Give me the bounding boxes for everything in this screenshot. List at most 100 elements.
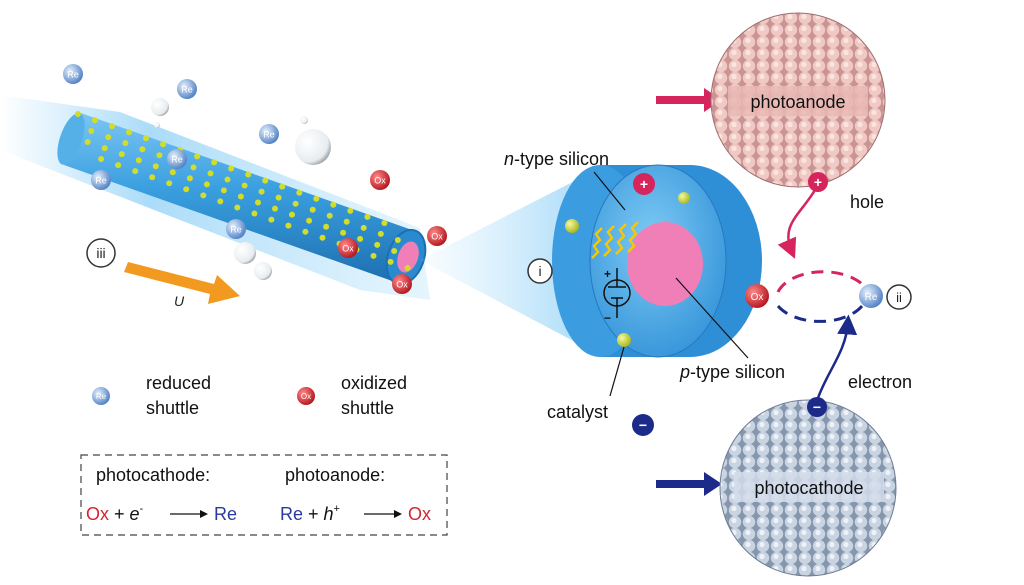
hole-charge: +: [808, 172, 828, 192]
re-label: Re: [171, 155, 183, 165]
legend-oxidized-line1: oxidized: [341, 373, 407, 393]
catalyst-dot: [357, 235, 364, 242]
catalyst-dot: [234, 204, 241, 211]
zoom-cone: [420, 168, 600, 355]
catalyst-dot: [404, 265, 411, 271]
catalyst-dot: [268, 216, 275, 223]
re-label: Re: [263, 130, 275, 140]
anode-title: photoanode:: [285, 465, 385, 485]
shuttle-re-4: Re: [167, 149, 187, 169]
catalyst-dot: [258, 188, 265, 195]
shuttle-re-1: Re: [63, 64, 83, 84]
battery-plus: +: [604, 267, 611, 281]
re-label: Re: [95, 176, 107, 186]
cathode-title: photocathode:: [96, 465, 210, 485]
cycle-ox-label: Ox: [751, 292, 764, 303]
catalyst-dot: [115, 162, 122, 169]
catalyst-dot: [211, 159, 218, 166]
n-type-label: n-type silicon: [504, 149, 609, 169]
step-iii-marker: iii: [86, 238, 116, 268]
negative-terminal: −: [632, 414, 654, 436]
catalyst-dot: [122, 140, 129, 147]
electron-sign: −: [813, 399, 821, 415]
shuttle-re-3: Re: [259, 124, 279, 144]
catalyst-dot: [381, 220, 388, 226]
catalyst-dot: [237, 193, 244, 200]
shuttle-re-6: Re: [226, 219, 246, 239]
shuttle-ox-3: Ox: [427, 226, 447, 246]
shuttle-re-5: Re: [91, 170, 111, 190]
re-label: Re: [67, 70, 79, 80]
catalyst-dot: [160, 141, 166, 148]
catalyst-dot: [292, 200, 299, 207]
catalyst-label: catalyst: [547, 402, 608, 422]
catalyst-dot: [319, 234, 326, 241]
ox-label: Ox: [396, 280, 408, 290]
legend-re-symbol: Re: [96, 392, 107, 401]
re-label: Re: [230, 225, 242, 235]
catalyst-dot: [101, 145, 108, 152]
catalyst-dot: [241, 182, 248, 189]
catalyst-dot: [200, 192, 207, 199]
catalyst-dot: [207, 170, 214, 177]
catalyst-dot: [306, 217, 313, 224]
photoanode-surface: photoanode: [710, 12, 886, 188]
shuttle-ox-1: Ox: [370, 170, 390, 190]
catalyst-dot: [370, 252, 377, 259]
catalyst-dot: [84, 139, 91, 145]
positive-sign: +: [640, 176, 648, 192]
catalyst-dot: [217, 198, 224, 205]
ox-label: Ox: [431, 232, 443, 242]
catalyst-dot: [377, 230, 384, 237]
flow-velocity-label: U: [174, 293, 185, 309]
catalyst-dot: [343, 218, 350, 225]
catalyst-dot: [169, 169, 176, 176]
re-label: Re: [181, 85, 193, 95]
catalyst-dot: [289, 211, 295, 218]
catalyst-dot: [98, 156, 105, 162]
catalyst-dot: [228, 165, 235, 172]
shuttle-ox-2: Ox: [338, 238, 358, 258]
cycle-re: Re: [859, 284, 883, 308]
anode-reaction-arrow: [364, 510, 402, 518]
cycle-re-label: Re: [865, 292, 878, 303]
catalyst-dot: [118, 151, 125, 158]
nanowire-core: [397, 241, 419, 273]
step-iii-label: iii: [96, 245, 105, 261]
cycle-ox: Ox: [745, 284, 769, 308]
p-type-core: [627, 222, 703, 306]
catalyst-dot: [91, 117, 98, 124]
legend-reduced-line2: shuttle: [146, 398, 199, 418]
anode-equation: Re + h+: [280, 503, 340, 524]
catalyst-dot: [203, 181, 210, 188]
catalyst-dot: [313, 195, 320, 202]
photocathode-surface: photocathode: [719, 399, 897, 577]
catalyst-dot: [296, 189, 303, 196]
catalyst-dot: [340, 229, 347, 236]
hole-transfer-arrow: [777, 189, 817, 259]
legend-ox-symbol: Ox: [301, 392, 311, 401]
catalyst-dot: [262, 177, 269, 184]
reaction-equations: photocathode: photoanode: Ox + e- Re Re …: [80, 454, 448, 536]
p-type-leader: [675, 277, 749, 359]
electron-label: electron: [848, 372, 912, 392]
catalyst-dot: [109, 123, 115, 130]
catalyst-dot: [309, 206, 316, 213]
catalyst-dot: [251, 210, 258, 217]
catalyst-dot: [245, 171, 252, 178]
nanowire: [57, 112, 427, 286]
catalyst-dot: [186, 175, 193, 182]
catalyst-dot: [132, 168, 139, 175]
catalyst-dot: [156, 152, 163, 159]
catalyst-dot: [135, 157, 142, 164]
catalyst-dot: [272, 205, 278, 212]
catalyst-dot: [194, 153, 201, 160]
cathode-product: Re: [214, 504, 237, 524]
catalyst-dot: [364, 213, 371, 220]
catalyst-dot: [74, 111, 81, 117]
catalyst-leader: [609, 346, 625, 397]
catalyst-dot: [166, 180, 173, 187]
anode-product: Ox: [408, 504, 431, 524]
flow-direction-arrow: [124, 262, 240, 304]
catalyst-dot: [360, 224, 367, 231]
